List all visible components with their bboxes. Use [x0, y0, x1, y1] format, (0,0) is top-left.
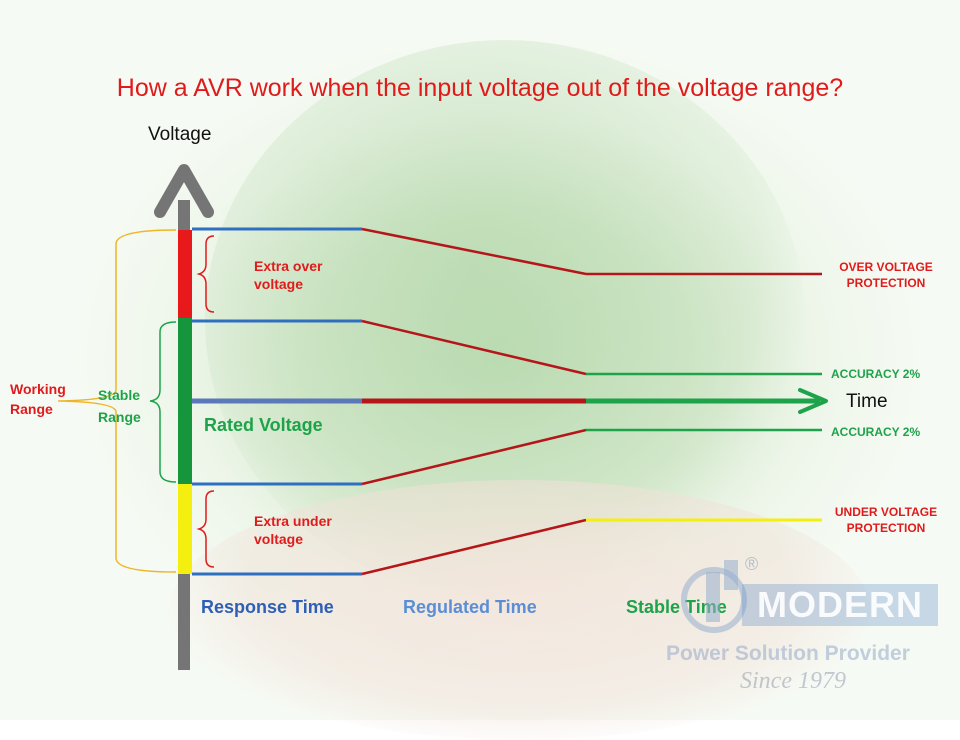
level-lines: [192, 227, 362, 576]
accuracy-bottom-label: ACCURACY 2%: [831, 425, 921, 439]
zone-extra-under-bar: [178, 484, 192, 574]
extra-under-label: Extra under voltage: [254, 513, 332, 547]
extra-over-label: Extra over voltage: [254, 258, 323, 292]
stable-time-label: Stable Time: [626, 597, 727, 617]
hand-watermark: [170, 480, 870, 740]
brand-name: MODERN: [742, 584, 938, 626]
accuracy-lines: [586, 372, 822, 432]
response-time-label: Response Time: [201, 597, 334, 617]
registered-mark: ®: [745, 554, 759, 574]
x-axis-label: Time: [846, 391, 888, 412]
modern-logo-icon: [681, 560, 747, 633]
brand-since: Since 1979: [740, 668, 846, 694]
stable-range-brace: [149, 321, 177, 483]
x-axis-arrow: [586, 388, 828, 414]
regulation-lines: [361, 227, 822, 576]
regulated-time-label: Regulated Time: [403, 597, 537, 617]
avr-diagram: [57, 164, 828, 670]
extra-over-brace: [196, 235, 215, 313]
under-voltage-protection-label: UNDER VOLTAGE PROTECTION: [834, 505, 938, 535]
rated-voltage-label: Rated Voltage: [204, 415, 323, 435]
over-voltage-protection-label: OVER VOLTAGE PROTECTION: [839, 260, 933, 290]
working-range-brace: [57, 229, 177, 573]
extra-under-brace: [196, 490, 215, 568]
page-title: How a AVR work when the input voltage ou…: [116, 74, 844, 102]
zone-extra-over-bar: [178, 230, 192, 318]
accuracy-top-label: ACCURACY 2%: [831, 367, 921, 381]
stable-range-label: Stable Range: [98, 387, 141, 425]
zone-stable-bar: [178, 318, 192, 484]
working-range-label: Working Range: [10, 381, 66, 417]
y-axis-label: Voltage: [148, 124, 212, 145]
brand-tagline: Power Solution Provider: [666, 642, 910, 665]
